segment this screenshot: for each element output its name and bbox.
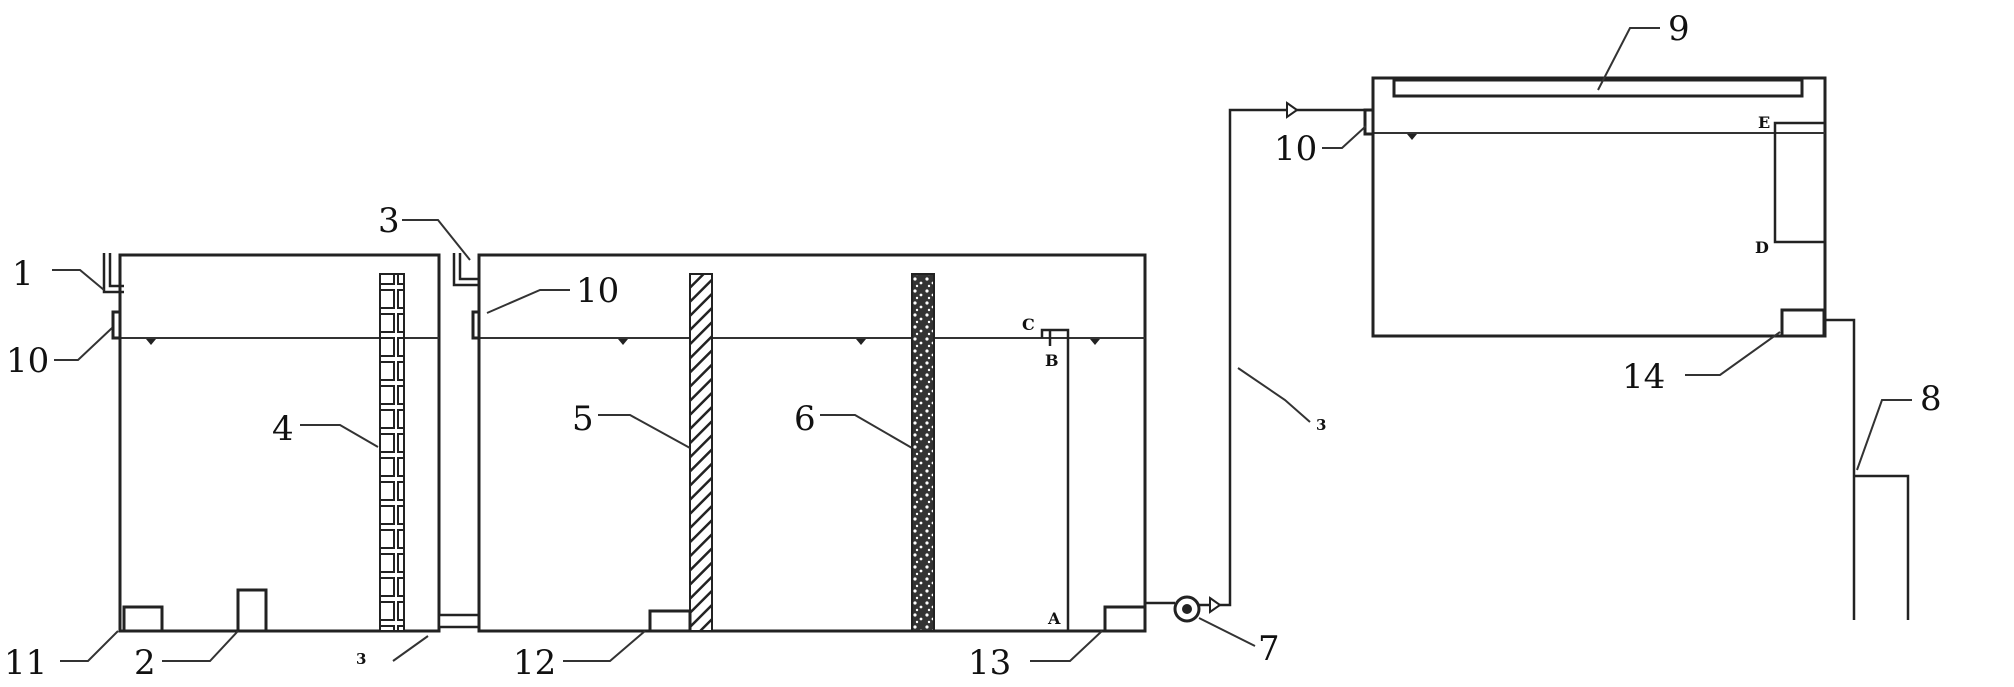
connector-pipe-body bbox=[437, 613, 481, 629]
point-d: D bbox=[1755, 238, 1769, 257]
leader-10-left bbox=[54, 327, 113, 361]
label-9: 9 bbox=[1668, 9, 1690, 49]
point-c: C bbox=[1022, 315, 1035, 334]
label-12: 12 bbox=[513, 643, 556, 683]
tank-1-outlet-box bbox=[122, 605, 164, 633]
overflow-10-left bbox=[111, 310, 122, 340]
tank-3 bbox=[1363, 76, 1910, 620]
point-a: A bbox=[1047, 609, 1061, 628]
leader-12 bbox=[563, 630, 646, 662]
point-letters: C B A E D bbox=[1022, 113, 1770, 628]
label-7: 7 bbox=[1258, 629, 1280, 669]
label-4: 4 bbox=[272, 409, 294, 449]
aerator-12 bbox=[648, 609, 692, 633]
outlet-pipe-8-left bbox=[1824, 318, 1856, 620]
outlet-14-box bbox=[1780, 308, 1826, 338]
filter-column-6 bbox=[911, 273, 935, 632]
tank-2-outline bbox=[477, 253, 1147, 633]
aerator-2 bbox=[236, 588, 268, 633]
label-3-bottom: 3 bbox=[356, 650, 366, 668]
filter-column-5 bbox=[689, 273, 713, 632]
outlet-13-box bbox=[1103, 605, 1147, 633]
label-10-right: 10 bbox=[1274, 129, 1317, 169]
outlet-pipe-8-right bbox=[1854, 474, 1910, 620]
label-10-middle: 10 bbox=[576, 271, 619, 311]
tank-2-level-marker-1 bbox=[618, 339, 628, 345]
leader-7 bbox=[1198, 617, 1256, 647]
label-10-left: 10 bbox=[6, 341, 49, 381]
label-8: 8 bbox=[1920, 379, 1942, 419]
point-b: B bbox=[1045, 351, 1059, 370]
tank-2 bbox=[452, 253, 1147, 633]
tank-2-level-marker-3 bbox=[1090, 339, 1100, 345]
inlet-pipe-1 bbox=[102, 253, 124, 294]
leader-10-right bbox=[1322, 125, 1367, 149]
leader-8 bbox=[1856, 399, 1912, 471]
leader-1 bbox=[52, 269, 105, 291]
tank-1-level-marker bbox=[146, 339, 156, 345]
leader-14 bbox=[1685, 331, 1781, 376]
overflow-10-middle bbox=[471, 310, 481, 340]
label-2: 2 bbox=[134, 643, 156, 683]
tank-3-outline bbox=[1371, 76, 1827, 338]
label-5: 5 bbox=[572, 399, 594, 439]
overflow-10-right bbox=[1363, 108, 1375, 136]
pipe-e-d bbox=[1773, 121, 1825, 244]
connector-pipe bbox=[437, 613, 481, 629]
point-e: E bbox=[1758, 113, 1770, 132]
leader-lines bbox=[52, 27, 1912, 662]
label-1: 1 bbox=[12, 254, 34, 294]
leader-4 bbox=[300, 424, 379, 448]
tank-1 bbox=[102, 253, 441, 633]
leader-9 bbox=[1597, 27, 1660, 91]
tank-3-level-marker bbox=[1407, 134, 1417, 140]
label-3-riser: 3 bbox=[1316, 416, 1326, 434]
pump-line bbox=[1145, 101, 1369, 623]
leader-5 bbox=[598, 414, 691, 449]
inlet-pipe-3 bbox=[452, 253, 479, 287]
leader-11 bbox=[60, 630, 119, 662]
label-6: 6 bbox=[794, 399, 816, 439]
leader-13 bbox=[1030, 630, 1103, 662]
leader-3-bottom bbox=[392, 635, 429, 662]
leader-6 bbox=[820, 414, 913, 449]
check-valve-lower bbox=[1209, 596, 1222, 614]
tank-2-level-marker-2 bbox=[856, 339, 866, 345]
check-valve-upper bbox=[1286, 101, 1299, 119]
pump-7-hub bbox=[1182, 604, 1192, 614]
label-14: 14 bbox=[1622, 357, 1665, 397]
leader-3-top bbox=[402, 219, 471, 261]
callout-labels: 1 10 11 2 3 4 5 6 3 10 12 13 7 3 10 14 9… bbox=[4, 9, 1942, 683]
leader-3-riser bbox=[1237, 367, 1311, 423]
riser-pipe-3 bbox=[1199, 108, 1369, 607]
leader-2 bbox=[162, 630, 239, 662]
riser-pipe-b-a bbox=[1040, 328, 1070, 631]
label-11: 11 bbox=[4, 643, 47, 683]
filter-column-4 bbox=[379, 273, 405, 632]
leader-10-middle bbox=[486, 289, 570, 314]
label-3-top: 3 bbox=[378, 201, 400, 241]
label-13: 13 bbox=[968, 643, 1011, 683]
